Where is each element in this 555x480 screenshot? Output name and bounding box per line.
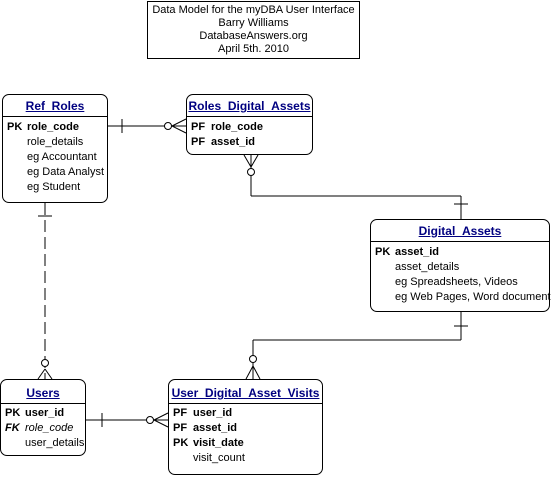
key-label: PF: [173, 422, 188, 434]
entity-title: Users: [26, 386, 60, 400]
attr-row: eg Spreadsheets, Videos: [395, 276, 518, 288]
attr-row: eg Accountant: [27, 151, 97, 163]
key-label: PF: [191, 136, 206, 148]
title-line-1: Data Model for the myDBA User Interface: [152, 4, 355, 16]
attr-row: eg Web Pages, Word document: [395, 291, 551, 303]
key-label: PK: [5, 407, 21, 419]
attr-row: role_details: [27, 136, 84, 148]
field-name: user_details: [25, 437, 85, 449]
entity-title: Roles_Digital_Assets: [188, 99, 311, 113]
entity-roles-digital-assets[interactable]: Roles_Digital_Assets PF role_code PF ass…: [186, 94, 313, 155]
field-name: role_code: [27, 121, 79, 133]
attr-row: eg Data Analyst: [27, 166, 105, 178]
title-line-4: April 5th. 2010: [218, 43, 289, 55]
attr-row: visit_count: [193, 452, 245, 464]
entity-divider: [3, 116, 107, 117]
key-label: PK: [7, 121, 23, 133]
title-line-2: Barry Williams: [218, 17, 289, 29]
entity-title: User_Digital_Asset_Visits: [171, 386, 320, 400]
key-label: PK: [375, 246, 391, 258]
rel-digitalassets-rolesassets: [243, 154, 468, 219]
key-label: PK: [173, 437, 189, 449]
attr-row: eg Student: [27, 181, 81, 193]
field-name: visit_date: [193, 437, 244, 449]
rel-users-visits: [86, 412, 169, 428]
entity-title: Ref_Roles: [25, 99, 85, 113]
entity-user-digital-asset-visits[interactable]: User_Digital_Asset_Visits PF user_id PF …: [168, 379, 323, 475]
entity-title: Digital_Assets: [418, 224, 502, 238]
key-label: PF: [191, 121, 206, 133]
rel-refroles-users: [37, 203, 53, 380]
field-name: role_code: [211, 121, 263, 133]
entity-divider: [187, 116, 312, 117]
field-name: asset_id: [211, 136, 256, 148]
entity-divider: [371, 241, 549, 242]
attr-row: asset_details: [395, 261, 460, 273]
field-name: user_id: [25, 407, 65, 419]
field-name: user_id: [193, 407, 233, 419]
entity-digital-assets[interactable]: Digital_Assets PK asset_id asset_details…: [370, 219, 551, 312]
entity-divider: [1, 403, 85, 404]
diagram-title-box: Data Model for the myDBA User Interface …: [147, 1, 360, 59]
rel-refroles-rolesassets: [108, 118, 187, 134]
entity-divider: [169, 403, 322, 404]
key-label: FK: [5, 422, 20, 434]
entity-ref-roles[interactable]: Ref_Roles PK role_code role_details eg A…: [2, 94, 108, 203]
title-line-3: DatabaseAnswers.org: [199, 30, 308, 42]
entity-users[interactable]: Users PK user_id FK role_code user_detai…: [0, 379, 86, 456]
field-name: role_code: [25, 422, 74, 434]
rel-digitalassets-visits: [245, 312, 468, 380]
key-label: PF: [173, 407, 188, 419]
field-name: asset_id: [395, 246, 440, 258]
field-name: asset_id: [193, 422, 238, 434]
